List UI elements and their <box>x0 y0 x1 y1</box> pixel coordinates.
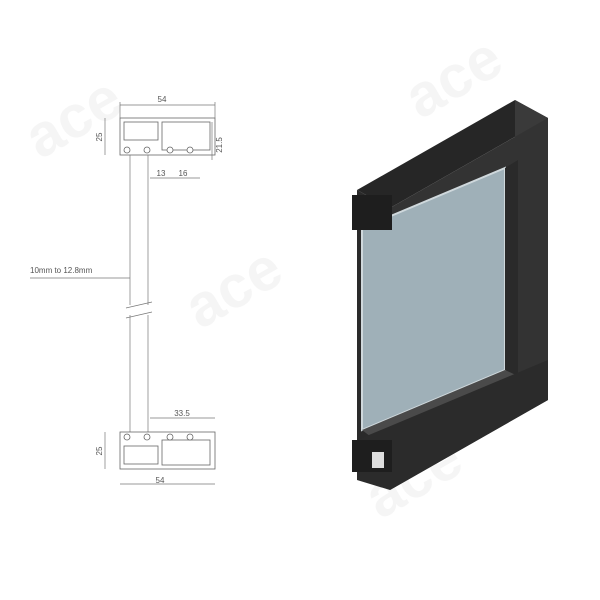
bottom-profile <box>104 417 216 485</box>
dim-top-width: 54 <box>158 95 167 104</box>
dim-top-height: 25 <box>95 132 104 141</box>
dim-bottom-height: 25 <box>95 446 104 455</box>
glass-section <box>30 155 153 432</box>
dim-glass-thickness: 10mm to 12.8mm <box>30 266 93 275</box>
top-profile <box>104 102 216 179</box>
svg-text:ace: ace <box>173 233 293 341</box>
dim-bottom-offset: 33.5 <box>174 409 190 418</box>
dim-top-inner-height: 21.5 <box>215 137 224 153</box>
dim-bottom-width: 54 <box>156 476 165 485</box>
dim-13: 13 <box>157 169 166 178</box>
dim-16: 16 <box>179 169 188 178</box>
svg-text:ace: ace <box>13 63 133 171</box>
window-render <box>352 100 548 490</box>
